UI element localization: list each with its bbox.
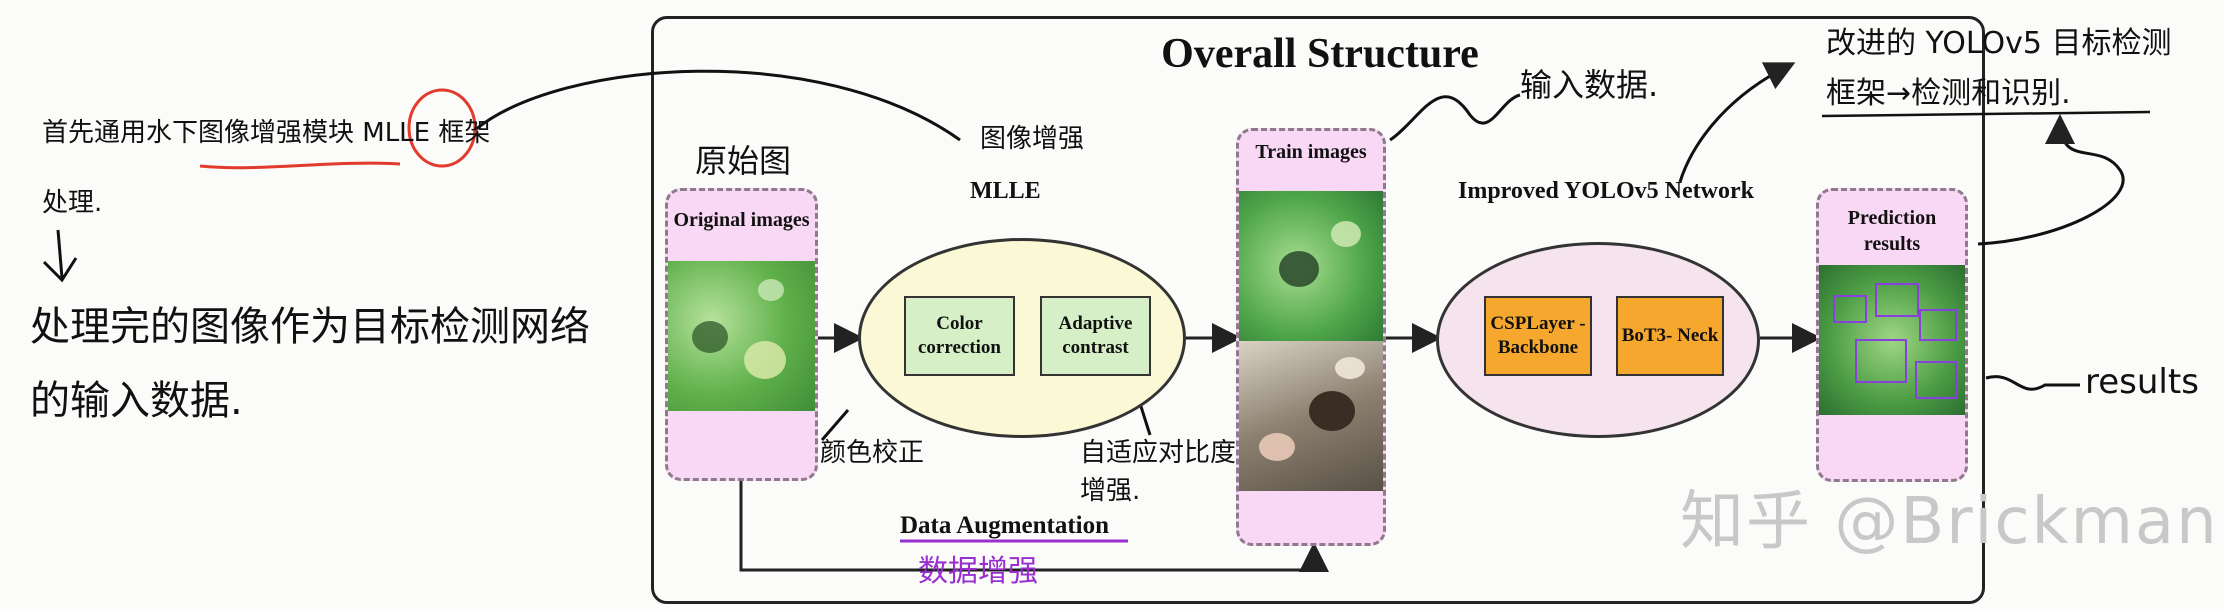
data-augmentation-cn-note: 数据增强 [918,554,1038,589]
color-correction-box: Color correction [904,296,1015,376]
csplayer-backbone-box: CSPLayer -Backbone [1484,296,1592,376]
annotation-stroke-color [820,409,850,441]
annotation-stroke-right-hook [1977,114,2125,246]
input-data-note: 输入数据. [1520,66,1659,104]
input-note-line1: 处理完的图像作为目标检测网络 [30,304,590,350]
original-images-label: Original images [673,209,810,231]
adaptive-contrast-cn-note-line2: 增强. [1080,476,1141,506]
enhanced-underwater-image [1239,191,1383,341]
improved-yolo-note-line2: 框架→检测和识别. [1826,76,2071,111]
diagram-title: Overall Structure [1161,31,1479,77]
original-images-panel: Original images [665,188,818,481]
adaptive-contrast-box: Adaptive contrast [1040,296,1151,376]
augmented-underwater-image [1239,341,1383,491]
annotation-underline-yolo [1821,110,2151,118]
improved-network-label: Improved YOLOv5 Network [1458,178,1754,204]
mlle-label: MLLE [970,178,1041,204]
original-underwater-image [668,261,815,411]
diagram-frame [651,16,1985,604]
watermark: 知乎 @Brickman [1680,485,2219,559]
bot3-neck-box: BoT3- Neck [1616,296,1724,376]
annotation-stroke-input [1389,93,1521,142]
prediction-results-panel: Prediction results [1816,188,1968,482]
data-augmentation-label: Data Augmentation [900,512,1110,539]
results-note: results [2085,362,2199,402]
preprocess-note-line2: 处理. [42,188,103,218]
prediction-results-label: Prediction results [1847,207,1937,255]
arrow-data-augmentation [739,478,1329,572]
train-images-label: Train images [1255,141,1367,163]
annotation-circle-mlle [407,88,477,168]
prediction-image [1819,265,1965,415]
annotation-stroke-results [1985,375,2080,391]
image-enhancement-note: 图像增强 [980,124,1085,154]
train-images-panel: Train images [1236,128,1386,546]
annotation-stroke-mlle [474,69,961,142]
preprocess-note-line1: 首先通用水下图像增强模块 MLLE 框架 [42,118,491,148]
input-note-line2: 的输入数据. [30,378,243,424]
improved-yolo-note-line1: 改进的 YOLOv5 目标检测 [1826,26,2172,61]
annotation-stroke-yolo [1678,62,1796,183]
raw-image-note: 原始图 [695,142,792,180]
color-correction-cn-note: 颜色校正 [820,438,925,468]
annotation-down-arrow [42,229,78,283]
adaptive-contrast-cn-note-line1: 自适应对比度 [1080,438,1237,468]
annotation-underline-red [199,161,401,170]
